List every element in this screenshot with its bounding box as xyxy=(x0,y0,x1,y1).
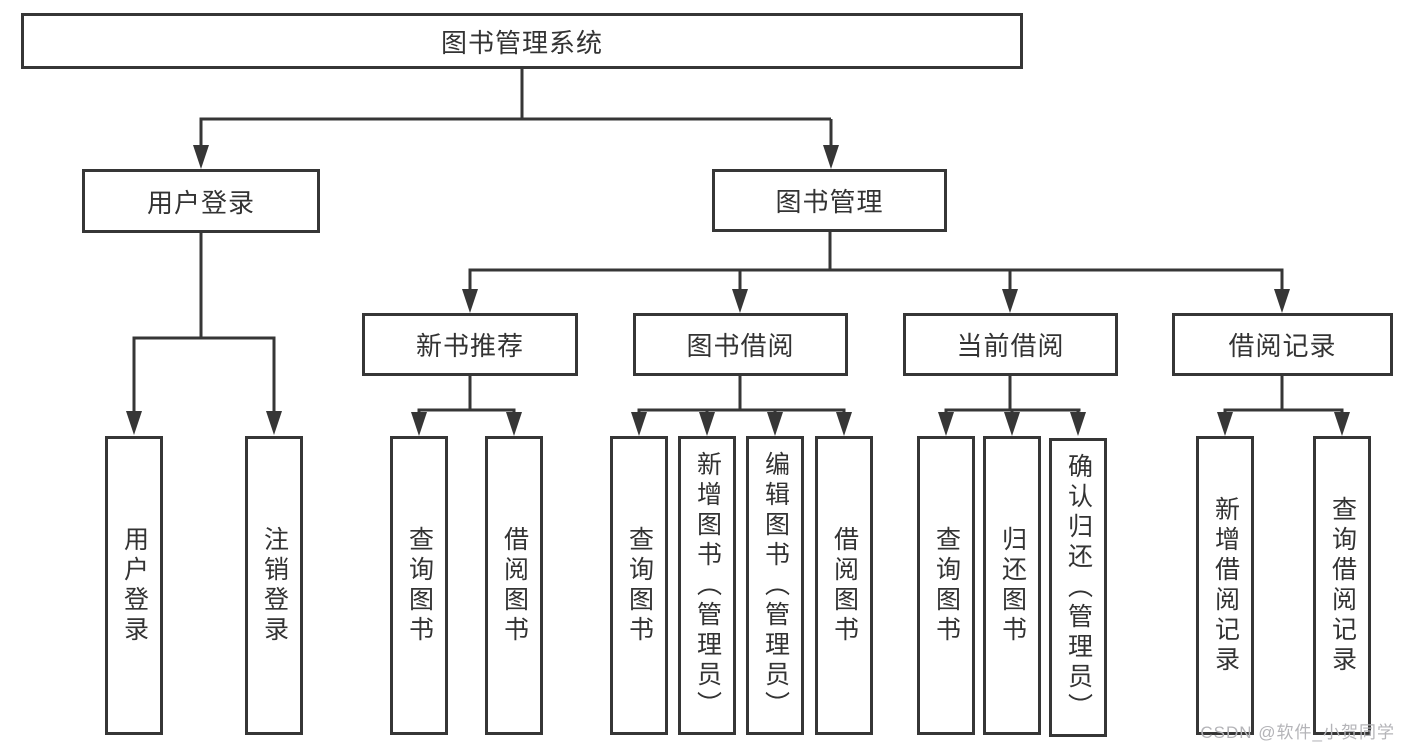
leaf-borrow-edit-books-admin: 编辑图书（管理员） xyxy=(746,436,804,735)
leaf-borrow-add-books-admin: 新增图书（管理员） xyxy=(678,436,736,735)
connector-current-branch xyxy=(944,376,1081,414)
node-borrow-records: 借阅记录 xyxy=(1172,313,1393,376)
leaf-borrow-borrow-books: 借阅图书 xyxy=(815,436,873,735)
leaf-current-query-books: 查询图书 xyxy=(917,436,975,735)
csdn-watermark: CSDN @软件_小贺同学 xyxy=(1200,723,1395,742)
node-book-borrow: 图书借阅 xyxy=(633,313,848,376)
leaf-records-add-record: 新增借阅记录 xyxy=(1196,436,1254,735)
node-new-book-recommend: 新书推荐 xyxy=(362,313,578,376)
node-user-login: 用户登录 xyxy=(82,169,320,233)
connector-book-mgmt-to-level3 xyxy=(468,232,1284,291)
connector-root-to-level2 xyxy=(199,69,833,147)
leaf-borrow-query-books: 查询图书 xyxy=(610,436,668,735)
leaf-current-return-books: 归还图书 xyxy=(983,436,1041,735)
connector-records-branch xyxy=(1223,376,1344,414)
arrowheads xyxy=(126,145,1350,436)
leaf-recommend-query-books: 查询图书 xyxy=(390,436,448,735)
leaf-records-query-record: 查询借阅记录 xyxy=(1313,436,1371,735)
node-library-management-system: 图书管理系统 xyxy=(21,13,1023,69)
leaf-logout: 注销登录 xyxy=(245,436,303,735)
connector-user-login-branch xyxy=(132,233,276,412)
connector-borrow-branch xyxy=(637,376,846,414)
leaf-recommend-borrow-books: 借阅图书 xyxy=(485,436,543,735)
leaf-user-login: 用户登录 xyxy=(105,436,163,735)
node-current-borrow: 当前借阅 xyxy=(903,313,1118,376)
node-book-management: 图书管理 xyxy=(712,169,947,232)
leaf-current-confirm-return-admin: 确认归还（管理员） xyxy=(1049,438,1107,737)
connector-recommend-branch xyxy=(417,376,516,414)
